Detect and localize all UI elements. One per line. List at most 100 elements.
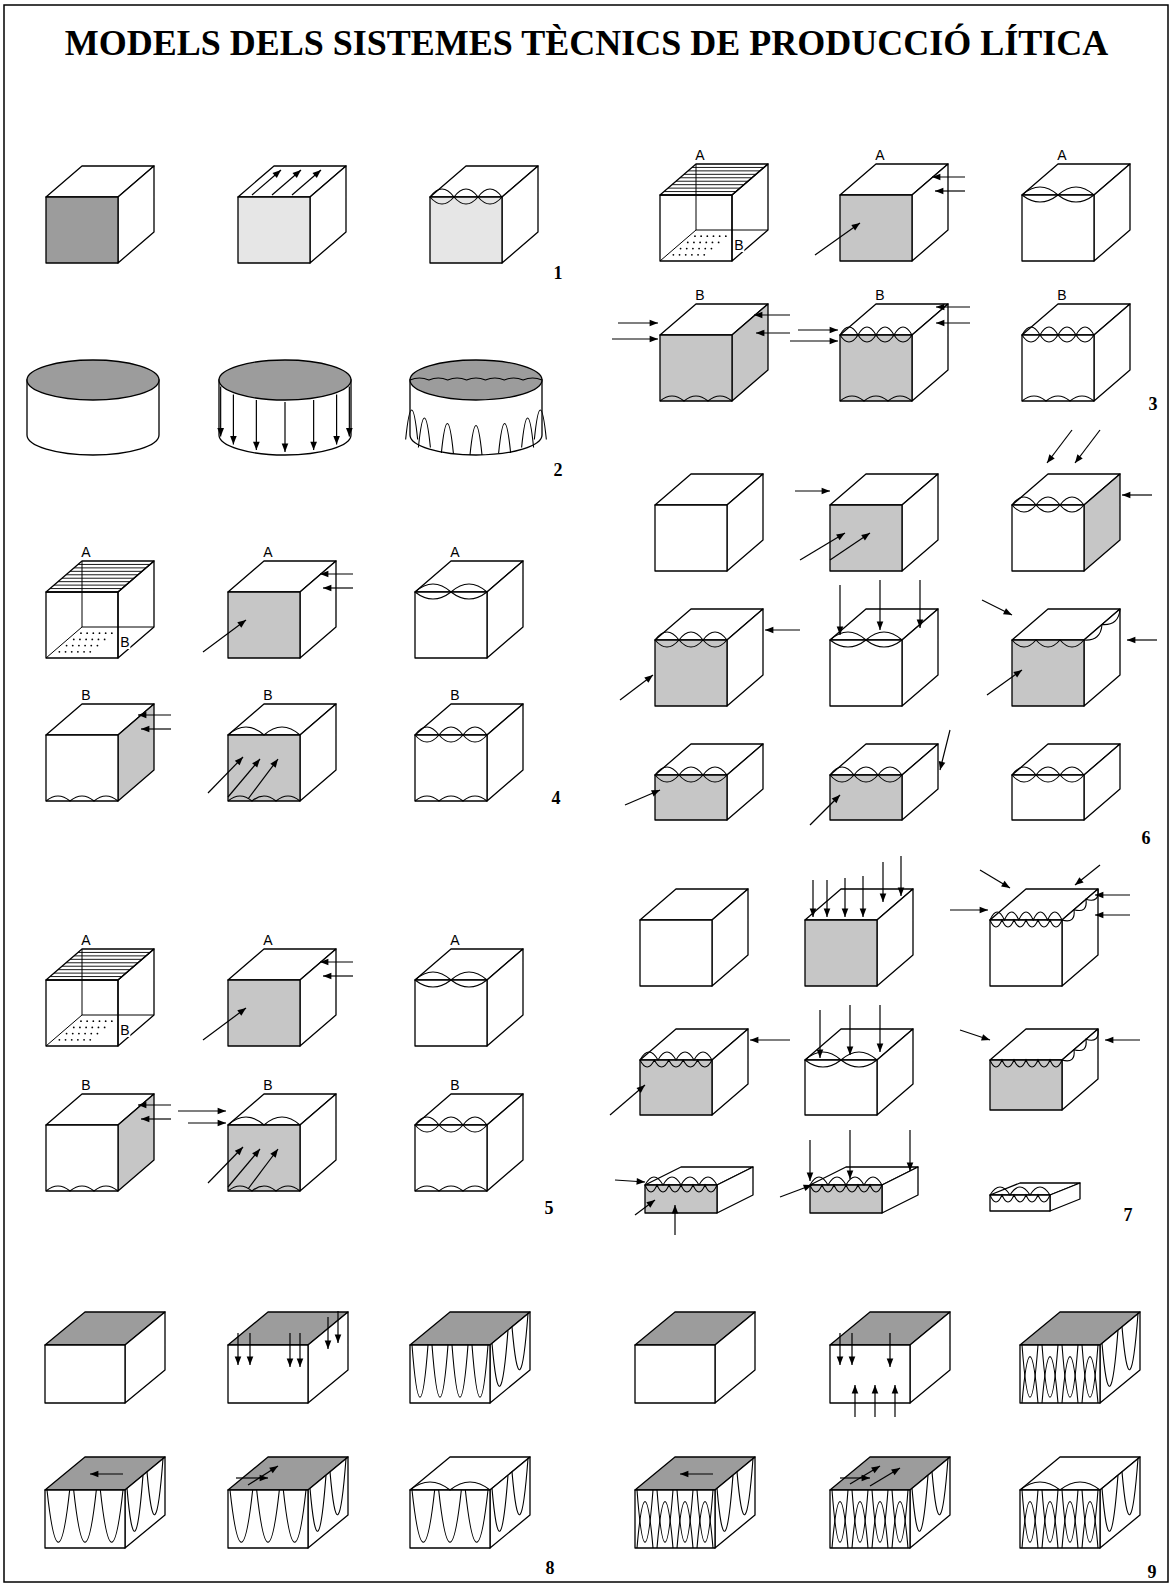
side-face xyxy=(300,561,336,658)
arrow-head xyxy=(237,620,246,628)
edge-line xyxy=(50,588,122,589)
blade-scar xyxy=(1042,1490,1058,1542)
flake-scar xyxy=(46,796,118,801)
arrow-head xyxy=(252,1149,260,1158)
front-face xyxy=(415,980,487,1046)
arrow-head xyxy=(247,1357,254,1365)
face-dot xyxy=(77,1039,79,1041)
flake-scar xyxy=(228,796,300,801)
cylinder-top xyxy=(410,360,542,400)
front-face xyxy=(660,335,732,401)
flake-scar xyxy=(430,189,502,197)
blade-scar xyxy=(1022,1490,1038,1542)
flake-scar xyxy=(805,1052,877,1060)
figure-number: 1 xyxy=(553,264,564,282)
flake-scar xyxy=(830,767,902,775)
arrow-head xyxy=(803,1185,812,1191)
face-letter: B xyxy=(119,635,130,649)
arrow-head xyxy=(297,1359,304,1367)
edge-line xyxy=(46,1015,82,1046)
blade-scar xyxy=(406,410,418,440)
percussion-arrow xyxy=(982,600,1012,615)
arrow-head xyxy=(980,907,988,914)
blade-scar xyxy=(657,1502,673,1548)
front-face xyxy=(415,592,487,658)
flake-scar xyxy=(840,327,912,335)
edge-line xyxy=(692,167,764,168)
edge-line xyxy=(58,581,130,582)
arrow-head xyxy=(1095,912,1103,919)
front-face xyxy=(46,197,118,263)
edge-line xyxy=(74,567,146,568)
face-letter: A xyxy=(80,933,91,947)
side-face xyxy=(1084,744,1120,820)
edge-line xyxy=(78,564,150,565)
blade-scar xyxy=(1082,1502,1098,1548)
arrow-head xyxy=(935,188,943,195)
arrow-head xyxy=(981,1034,990,1040)
blade-scar xyxy=(912,1475,928,1531)
flake-scar xyxy=(415,1186,487,1191)
percussion-arrow xyxy=(987,670,1022,695)
front-face xyxy=(640,920,712,986)
blade-scar xyxy=(512,1314,528,1370)
side-face xyxy=(490,1312,530,1403)
face-dot xyxy=(692,248,694,250)
face-letter: A xyxy=(874,148,885,162)
blade-scar xyxy=(1082,1490,1098,1542)
flake-scar xyxy=(830,640,902,647)
side-face xyxy=(487,949,523,1046)
arrow-head xyxy=(817,1050,824,1058)
front-face xyxy=(1012,505,1084,571)
flake-scar xyxy=(1012,775,1084,782)
flake-scar xyxy=(1012,640,1084,647)
side-face xyxy=(715,1312,755,1403)
blade-scar xyxy=(677,1502,693,1548)
front-face xyxy=(415,1125,487,1191)
face-letter: B xyxy=(449,1078,460,1092)
flake-scar xyxy=(415,1117,487,1125)
flake-scar xyxy=(1062,889,1098,921)
figure-number: 7 xyxy=(1123,1206,1134,1224)
side-face xyxy=(490,1457,530,1548)
arrow-head xyxy=(253,442,260,450)
face-dot xyxy=(86,632,88,634)
blade-scar xyxy=(1062,1357,1078,1403)
blade-scar xyxy=(1042,1345,1058,1397)
side-face xyxy=(1062,889,1098,986)
face-dot xyxy=(105,632,107,634)
face-dot xyxy=(73,639,75,641)
blade-scar xyxy=(832,1490,848,1542)
blade-scar xyxy=(892,1502,908,1548)
side-face xyxy=(712,889,748,986)
cylinder-top xyxy=(27,360,159,400)
arrow-head xyxy=(877,1044,884,1052)
arrow-head xyxy=(880,894,887,902)
blade-scar xyxy=(852,1502,868,1548)
face-dot xyxy=(104,639,106,641)
front-face xyxy=(805,1060,877,1115)
arrow-head xyxy=(90,1471,98,1478)
percussion-arrow xyxy=(850,1466,880,1484)
blade-scar xyxy=(100,1490,123,1542)
arrow-head xyxy=(320,959,328,966)
arrow-head xyxy=(650,336,658,343)
arrow-head xyxy=(141,726,149,733)
face-dot xyxy=(680,248,682,250)
flake-scar xyxy=(415,584,487,592)
blade-scar xyxy=(470,426,482,456)
side-face xyxy=(912,164,948,261)
flake-scar xyxy=(46,1186,118,1191)
face-dot xyxy=(698,248,700,250)
arrow-head xyxy=(1075,877,1084,885)
front-face xyxy=(990,1195,1050,1211)
side-face xyxy=(1100,1312,1140,1403)
front-face xyxy=(655,505,727,571)
blade-scar xyxy=(1062,1345,1078,1397)
face-dot xyxy=(91,1027,93,1029)
flake-scar xyxy=(410,378,542,380)
blade-scar xyxy=(697,1490,713,1542)
face-dot xyxy=(85,639,87,641)
blade-scar xyxy=(283,1490,306,1542)
face-dot xyxy=(713,235,715,237)
